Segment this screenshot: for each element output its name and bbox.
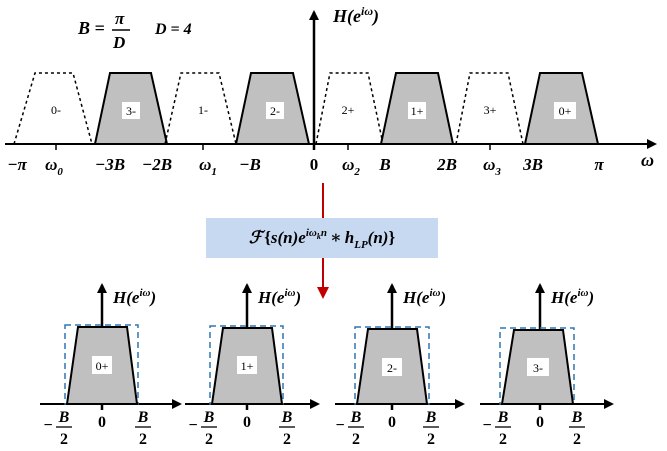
lowpass-filter-outline [354, 326, 430, 405]
band-label: 1- [198, 103, 208, 117]
param-b-lhs: B = [77, 18, 105, 38]
band-label: 2+ [342, 103, 355, 117]
tick-minus-b: −B [239, 155, 261, 174]
band-3-plus: 3+ [455, 72, 524, 145]
half-b-numerator: B [425, 409, 437, 426]
axis-title-h: H(eiω) [257, 287, 301, 307]
tick-omega-1: ω1 [199, 155, 217, 178]
band-3-minus: 3- [93, 72, 169, 145]
neg-sign: − [188, 417, 197, 434]
band-1-minus: 1- [164, 72, 237, 145]
tick-omega-2: ω2 [342, 155, 360, 178]
panel-band-2-minus: 2- H(eiω) − B 2 0 B 2 [335, 283, 465, 448]
half-b-numerator: B [137, 409, 149, 426]
tick-minus-3b: −3B [95, 155, 125, 174]
formula-box [206, 218, 438, 258]
band-label: 0+ [559, 104, 572, 118]
top-bands: 0- 3- 1- 2- 2+ 1+ [13, 72, 600, 145]
tick-omega-0: ω0 [45, 155, 63, 178]
panel-band-0-plus: 0+ H(eiω) − B 2 0 B 2 [40, 283, 182, 448]
neg-half-b-numerator: B [497, 409, 509, 426]
neg-sign: − [43, 417, 52, 434]
half-b-denominator: 2 [139, 431, 147, 448]
tick-pi: π [594, 155, 604, 174]
neg-sign: − [335, 417, 344, 434]
neg-half-b-denominator: 2 [60, 431, 68, 448]
band-label: 3- [126, 104, 136, 118]
half-b-denominator: 2 [427, 431, 435, 448]
lowpass-filter-outline [209, 325, 284, 405]
band-label: 0+ [96, 359, 109, 373]
omega-label: ω [641, 150, 654, 170]
band-label: 2- [270, 104, 280, 118]
param-b-numerator: π [115, 9, 125, 28]
band-2-minus: 2- [234, 72, 311, 145]
band-0-minus: 0- [13, 72, 93, 145]
band-label: 0- [51, 103, 61, 117]
tick-2b: 2B [436, 155, 457, 174]
neg-half-b-denominator: 2 [205, 431, 213, 448]
half-b-numerator: B [281, 409, 293, 426]
zero-label: 0 [98, 414, 106, 431]
param-b-denominator: D [112, 33, 125, 52]
neg-sign: − [482, 417, 491, 434]
neg-half-b-numerator: B [58, 409, 70, 426]
tick-b: B [378, 155, 390, 174]
tick-3b: 3B [522, 155, 543, 174]
top-tick-marks [55, 144, 491, 150]
band-label: 1+ [241, 359, 254, 373]
axis-title-h: H(eiω) [402, 287, 446, 307]
neg-half-b-denominator: 2 [352, 431, 360, 448]
formula-text: ℱ{s(n)eiωkn∗hLP(n)} [249, 227, 396, 251]
lowpass-filter-outline [499, 327, 575, 405]
band-label: 1+ [411, 104, 424, 118]
top-tick-labels: −π ω0 −3B −2B ω1 −B 0 ω2 B 2B ω3 3B π [7, 155, 604, 178]
tick-omega-3: ω3 [483, 155, 501, 178]
band-2-plus: 2+ [315, 72, 384, 145]
lowpass-filter-outline [64, 324, 139, 405]
neg-half-b-denominator: 2 [499, 431, 507, 448]
zero-label: 0 [388, 414, 396, 431]
zero-label: 0 [536, 414, 544, 431]
axis-title-h: H(eiω) [550, 287, 594, 307]
band-label: 3- [533, 361, 543, 375]
panel-band-3-minus: 3- H(eiω) − B 2 0 B 2 [480, 283, 614, 448]
axis-title-h: H(eiω) [332, 4, 379, 27]
parameters: B = π D D = 4 [77, 9, 192, 52]
param-d: D = 4 [154, 21, 192, 38]
half-b-numerator: B [571, 409, 583, 426]
band-1-plus: 1+ [379, 72, 455, 145]
tick-zero: 0 [310, 155, 319, 174]
tick-minus-pi: −π [7, 155, 27, 174]
half-b-denominator: 2 [573, 431, 581, 448]
band-0-plus: 0+ [523, 72, 600, 145]
axis-title-h: H(eiω) [112, 287, 156, 307]
half-b-denominator: 2 [283, 431, 291, 448]
zero-label: 0 [243, 414, 251, 431]
band-label: 3+ [484, 103, 497, 117]
band-label: 2- [387, 361, 397, 375]
neg-half-b-numerator: B [350, 409, 362, 426]
neg-half-b-numerator: B [203, 409, 215, 426]
tick-minus-2b: −2B [142, 155, 172, 174]
panel-band-1-plus: 1+ H(eiω) − B 2 0 B 2 [185, 283, 320, 448]
